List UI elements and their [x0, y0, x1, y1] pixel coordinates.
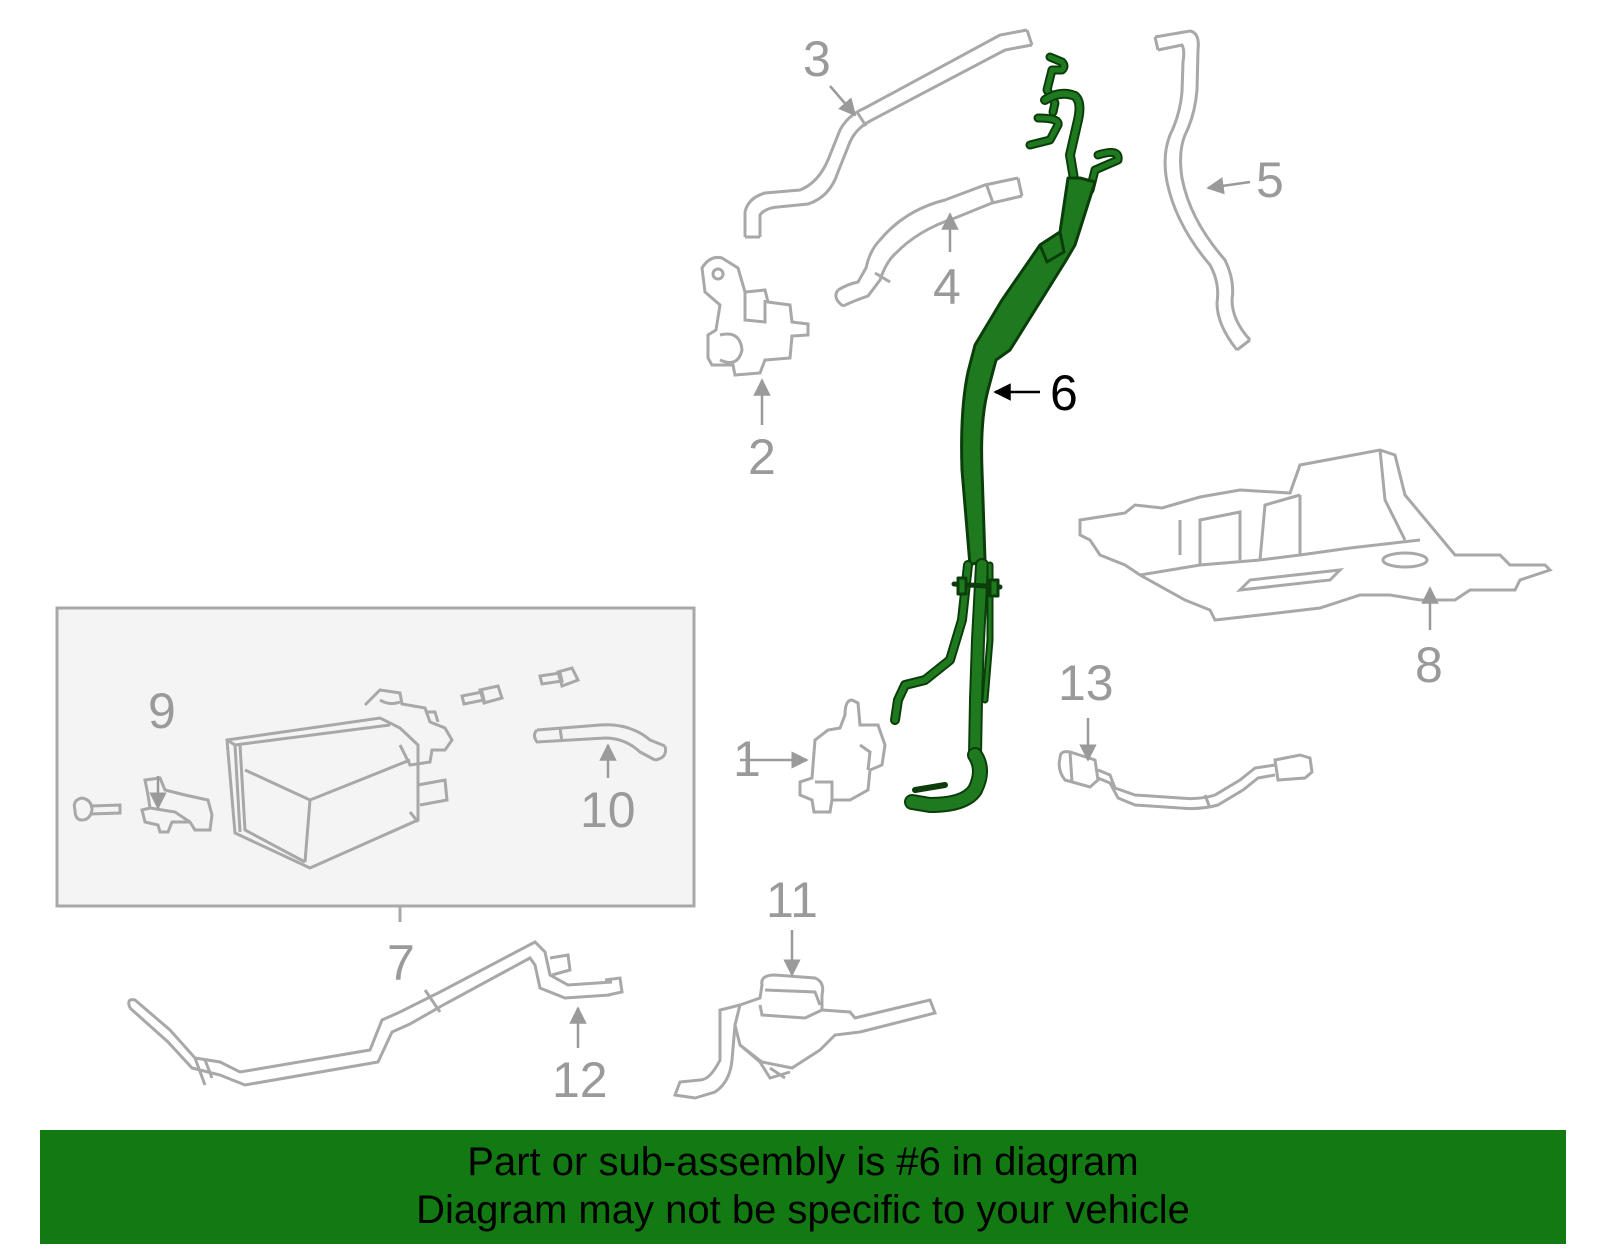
callout-7[interactable]: 7 [387, 935, 415, 991]
valve-part-2 [700, 256, 810, 377]
pipe-part-12 [127, 940, 624, 1087]
callout-6[interactable]: 6 [1050, 365, 1078, 421]
callout-9[interactable]: 9 [148, 683, 176, 739]
callout-13[interactable]: 13 [1058, 655, 1114, 711]
callout-5[interactable]: 5 [1256, 152, 1284, 208]
callout-1[interactable]: 1 [733, 731, 761, 787]
hose-assembly-part-6 [890, 52, 1123, 813]
skid-plate-part-8 [1078, 448, 1553, 622]
valve-part-1 [798, 698, 887, 814]
sensor-part-13 [1057, 750, 1314, 811]
hose-part-3 [743, 28, 1034, 239]
info-banner: Part or sub-assembly is #6 in diagram Di… [40, 1130, 1566, 1244]
callout-8[interactable]: 8 [1415, 637, 1443, 693]
banner-line-2: Diagram may not be specific to your vehi… [416, 1188, 1190, 1232]
callout-12[interactable]: 12 [552, 1052, 608, 1108]
parts-diagram [55, 28, 1553, 1100]
charcoal-canister [225, 688, 454, 870]
bracket-part-9 [72, 776, 214, 834]
hose-part-10 [533, 723, 667, 762]
canister-assembly-box [55, 606, 696, 922]
callout-11[interactable]: 11 [766, 872, 818, 928]
callout-3[interactable]: 3 [803, 31, 831, 87]
valve-part-11 [672, 973, 938, 1100]
callout-4[interactable]: 4 [933, 259, 961, 315]
callout-2[interactable]: 2 [748, 429, 776, 485]
banner-line-1: Part or sub-assembly is #6 in diagram [467, 1140, 1139, 1184]
callout-10[interactable]: 10 [580, 782, 636, 838]
bolt-top-right [538, 666, 581, 688]
hose-part-5 [1153, 29, 1252, 352]
bolt-top-center [460, 684, 504, 706]
leader-arrows [149, 85, 1439, 1048]
hose-part-4 [834, 176, 1024, 308]
